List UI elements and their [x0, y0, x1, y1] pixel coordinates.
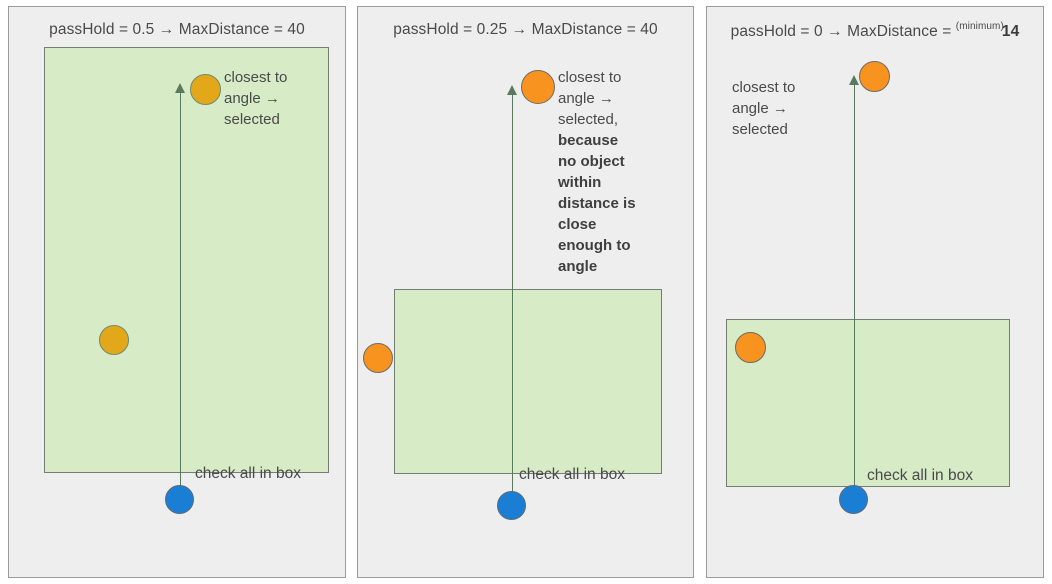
annotation-2-line-9: angle	[558, 258, 598, 275]
annotation-2-line-0: closest to	[558, 69, 622, 86]
annotation-1-line-0: closest to	[224, 69, 288, 86]
box-label-3: check all in box	[867, 467, 973, 484]
annotation-2: closest to angle → selected, because no …	[558, 67, 658, 277]
panel-2-caption: passHold = 0.25 → MaxDistance = 40	[358, 21, 693, 39]
annotation-2-line-8: enough to	[558, 237, 631, 254]
panel-3-caption-value: 14	[1001, 23, 1020, 40]
panel-1-caption-arrow: →	[158, 21, 175, 38]
player-origin-2	[497, 491, 526, 520]
search-box-3	[726, 319, 1010, 487]
panel-2-caption-prefix: passHold = 0.25	[393, 21, 512, 38]
panel-1-caption-suffix: MaxDistance = 40	[174, 21, 305, 38]
candidate-object-selected-2	[521, 70, 555, 104]
annotation-2-line-5: within	[558, 174, 602, 191]
search-box-2	[394, 289, 662, 474]
panel-1-caption-prefix: passHold = 0.5	[49, 21, 159, 38]
panel-passhold-0-5: passHold = 0.5 → MaxDistance = 40 closes…	[8, 6, 346, 578]
panel-3-caption-suffix: MaxDistance =	[842, 23, 956, 40]
box-label-1: check all in box	[195, 465, 301, 482]
angle-arrow-line-1	[179, 93, 182, 493]
angle-arrow-head-1	[175, 83, 186, 93]
annotation-3: closest to angle → selected	[732, 77, 852, 140]
angle-arrow-line-2	[511, 95, 514, 497]
annotation-3-line-2: selected	[732, 121, 788, 138]
candidate-object-selected-3	[735, 332, 766, 363]
candidate-object-far-3	[859, 61, 890, 92]
annotation-2-line-3: because	[558, 132, 619, 149]
candidate-object-other-1	[99, 325, 129, 355]
search-box-1	[44, 47, 329, 473]
annotation-2-line-7: close	[558, 216, 597, 233]
annotation-1: closest to angle → selected	[224, 67, 334, 130]
annotation-2-line-1: angle →	[558, 90, 614, 107]
annotation-1-line-1: angle →	[224, 90, 280, 107]
panel-2-caption-arrow: →	[511, 21, 528, 38]
player-origin-3	[839, 485, 868, 514]
panel-1-caption: passHold = 0.5 → MaxDistance = 40	[9, 21, 345, 39]
panel-3-caption: passHold = 0 → MaxDistance = (minimum)14	[707, 21, 1043, 41]
angle-arrow-head-3	[849, 75, 860, 85]
angle-arrow-line-3	[853, 85, 856, 489]
annotation-2-line-6: distance is	[558, 195, 636, 212]
panel-2-caption-suffix: MaxDistance = 40	[527, 21, 658, 38]
panel-3-caption-prefix: passHold = 0	[730, 23, 828, 40]
angle-arrow-head-2	[507, 85, 518, 95]
annotation-2-line-4: no object	[558, 153, 625, 170]
panel-passhold-0-25: passHold = 0.25 → MaxDistance = 40 close…	[357, 6, 694, 578]
candidate-object-selected-1	[190, 74, 221, 105]
annotation-3-line-1: angle →	[732, 100, 788, 117]
panel-passhold-0: passHold = 0 → MaxDistance = (minimum)14…	[706, 6, 1044, 578]
annotation-1-line-2: selected	[224, 111, 280, 128]
candidate-object-outside-box-2	[363, 343, 393, 373]
panel-3-caption-superscript: (minimum)	[955, 21, 1004, 32]
box-label-2: check all in box	[519, 466, 625, 483]
annotation-2-line-2: selected,	[558, 111, 619, 128]
annotation-3-line-0: closest to	[732, 79, 796, 96]
panel-3-caption-arrow: →	[827, 23, 843, 40]
player-origin-1	[165, 485, 194, 514]
